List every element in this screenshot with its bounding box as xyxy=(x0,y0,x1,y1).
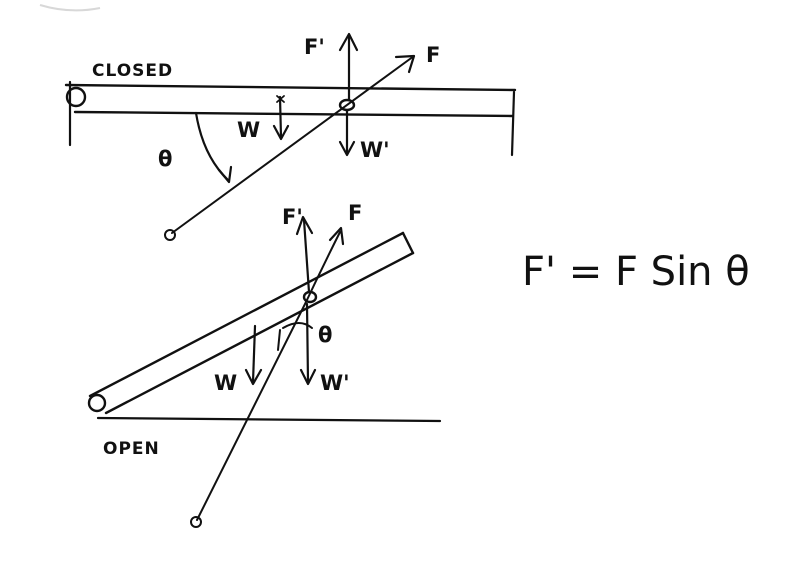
closed-center-mark-icon xyxy=(276,95,285,103)
open-arrowhead-f xyxy=(328,226,345,246)
open-ground-line xyxy=(96,416,442,423)
closed-right-post xyxy=(510,90,516,157)
closed-arrowhead-w-prime xyxy=(338,140,356,157)
open-arrow-f-prime xyxy=(302,218,311,294)
closed-bar-top-edge xyxy=(64,83,517,92)
open-force-anchor xyxy=(190,516,202,528)
closed-arrowhead-w xyxy=(272,124,290,141)
closed-bar-bottom-edge xyxy=(73,110,514,118)
open-force-line-f xyxy=(196,231,341,521)
open-label-theta: θ xyxy=(318,323,332,347)
open-bar-top-edge xyxy=(88,231,405,398)
closed-label-f: F xyxy=(426,43,440,67)
closed-label-theta: θ xyxy=(158,147,172,171)
closed-label-w: W xyxy=(237,118,260,142)
open-bar-end-cap xyxy=(401,231,415,255)
open-bar-bottom-edge xyxy=(104,251,415,415)
open-arrow-w xyxy=(251,324,257,384)
open-arrowhead-w-prime xyxy=(299,368,317,386)
open-label-f: F xyxy=(348,201,362,225)
closed-label-f-prime: F' xyxy=(304,35,325,59)
open-label-f-prime: F' xyxy=(282,205,303,229)
open-arrowhead-w xyxy=(244,368,263,386)
closed-caption: CLOSED xyxy=(92,61,173,81)
closed-label-w-prime: W' xyxy=(360,138,390,162)
open-arrowhead-f-prime xyxy=(295,215,314,236)
open-arrow-w-prime xyxy=(305,302,310,384)
closed-force-anchor xyxy=(164,229,176,241)
closed-hinge-icon xyxy=(65,86,87,108)
formula-text: F' = F Sin θ xyxy=(522,249,750,295)
closed-arrow-w xyxy=(278,95,283,139)
closed-force-line-f xyxy=(171,55,415,234)
closed-arrowhead-f-prime xyxy=(338,32,359,52)
open-diagram: OPEN F' F W W' θ xyxy=(87,201,442,528)
open-angle-arc xyxy=(282,322,313,329)
scan-smudge xyxy=(39,4,101,12)
closed-arrowhead-f xyxy=(394,54,416,74)
open-label-w: W xyxy=(214,371,237,395)
closed-diagram: CLOSED F' F W W' θ xyxy=(64,32,517,241)
closed-arrowhead-theta xyxy=(217,165,233,184)
open-caption: OPEN xyxy=(103,439,160,459)
open-hinge-icon xyxy=(87,393,107,413)
closed-angle-arc xyxy=(194,111,230,182)
open-angle-tick xyxy=(277,329,281,351)
open-label-w-prime: W' xyxy=(320,371,350,395)
